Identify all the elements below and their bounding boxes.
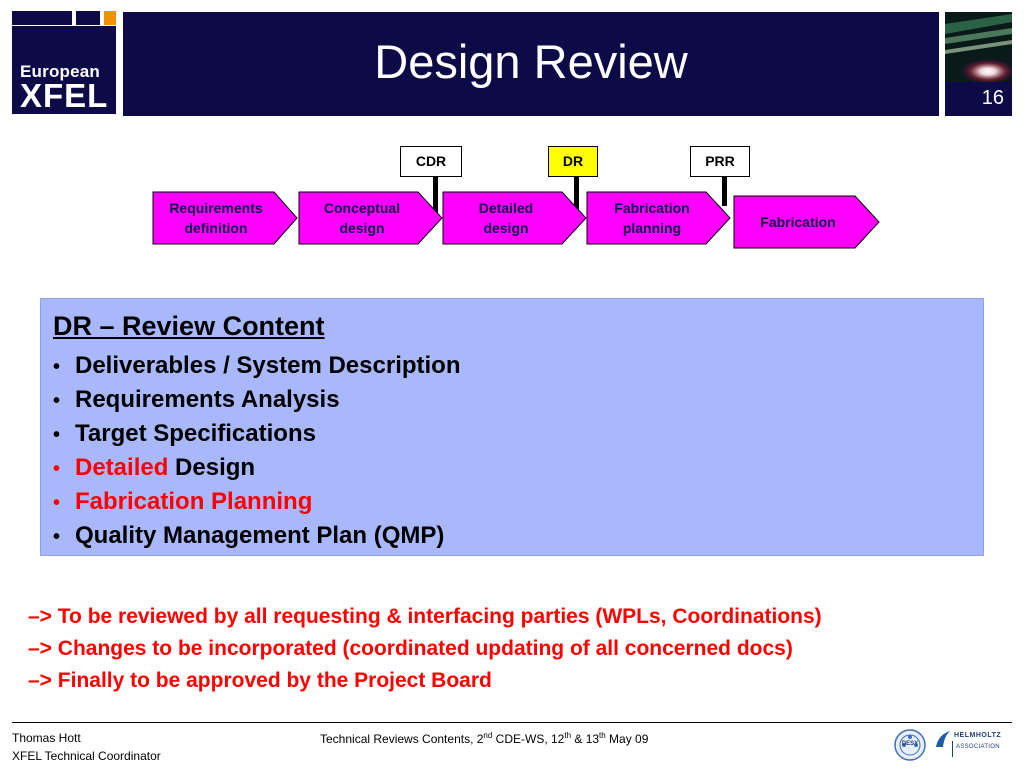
footer-sup: th <box>599 731 606 740</box>
stage-detailed-design: Detailed design <box>443 192 569 244</box>
bullet-text: Deliverables / System Description <box>75 352 461 379</box>
bullet-text: Quality Management Plan (QMP) <box>75 522 445 549</box>
review-box-prr: PRR <box>690 146 750 177</box>
bullet-icon: • <box>53 458 61 480</box>
header-square-accent <box>104 11 116 25</box>
review-label-dr: DR <box>562 153 584 169</box>
accelerator-photo-image <box>945 12 1012 116</box>
note-review: –> To be reviewed by all requesting & in… <box>28 605 822 628</box>
bullet-icon: • <box>53 492 61 514</box>
footer-event: Technical Reviews Contents, 2nd CDE-WS, … <box>320 731 648 746</box>
list-item: • Quality Management Plan (QMP) <box>53 519 461 553</box>
stage-label-line1: Fabrication <box>760 214 836 230</box>
logo-text-european: European <box>20 62 101 81</box>
bullet-text: Design <box>168 454 256 481</box>
footer-event-part: CDE-WS, 12 <box>492 732 565 746</box>
helmholtz-association: ASSOCIATION <box>956 744 1000 750</box>
stage-fabrication-planning: Fabrication planning <box>587 192 717 244</box>
stage-label-line1: Detailed <box>478 200 534 216</box>
european-xfel-logo: European XFEL <box>12 26 116 114</box>
helmholtz-logo-icon <box>936 731 950 747</box>
review-content-box: DR – Review Content • Deliverables / Syst… <box>40 298 984 556</box>
helmholtz-divider <box>952 741 953 757</box>
title-bar: Design Review <box>123 12 939 116</box>
bullet-text-red: Detailed <box>75 454 169 481</box>
stage-label-line2: planning <box>622 220 682 236</box>
desy-logo: DESY <box>894 729 926 761</box>
review-box-cdr: CDR <box>400 146 462 177</box>
stage-fabrication: Fabrication <box>734 196 862 248</box>
review-label-cdr: CDR <box>415 153 447 169</box>
connector-prr <box>722 176 727 206</box>
footer-author: Thomas Hott <box>12 731 81 745</box>
footer-divider <box>12 722 1012 723</box>
list-item: • Requirements Analysis <box>53 383 461 417</box>
bullet-text: Target Specifications <box>75 420 316 447</box>
note-approval: –> Finally to be approved by the Project… <box>28 669 492 692</box>
bullet-text: Fabrication Planning <box>75 488 313 515</box>
footer-sup: nd <box>483 731 493 740</box>
review-box-dr: DR <box>548 146 598 177</box>
stage-label-line2: definition <box>184 220 248 236</box>
stage-label-line2: design <box>483 220 529 236</box>
footer-role: XFEL Technical Coordinator <box>12 749 161 763</box>
footer-sup: th <box>564 731 572 740</box>
note-changes: –> Changes to be incorporated (coordinat… <box>28 637 793 660</box>
stage-requirements-definition: Requirements definition <box>153 192 279 244</box>
list-item: • Target Specifications <box>53 417 461 451</box>
page-title: Design Review <box>374 35 688 88</box>
desy-logo-text: DESY <box>901 741 919 747</box>
bullet-icon: • <box>53 526 61 548</box>
list-item: • Fabrication Planning <box>53 485 461 519</box>
stage-label-line1: Conceptual <box>323 200 401 216</box>
stage-label-line1: Fabrication <box>614 200 690 216</box>
stage-label-line1: Requirements <box>169 200 263 216</box>
slide-number: 16 <box>981 87 1004 109</box>
stage-conceptual-design: Conceptual design <box>299 192 425 244</box>
header-square-2 <box>76 11 100 25</box>
bullet-text: Requirements Analysis <box>75 386 340 413</box>
bullet-icon: • <box>53 390 61 412</box>
helmholtz-name: HELMHOLTZ <box>954 732 1002 739</box>
list-item: • Deliverables / System Description <box>53 349 461 383</box>
desy-logo-icon <box>894 729 926 761</box>
list-item: • Detailed Design <box>53 451 461 485</box>
connector-cdr <box>433 176 438 214</box>
bullet-icon: • <box>53 356 61 378</box>
connector-dr <box>574 176 579 212</box>
bullet-list: • Deliverables / System Description • Requ… <box>53 349 461 553</box>
logo-text-xfel: XFEL <box>20 77 109 114</box>
header-photo: 16 <box>945 12 1012 116</box>
footer-event-part: Technical Reviews Contents, 2 <box>320 732 484 746</box>
stage-label-line2: design <box>339 220 385 236</box>
footer-event-part: May 09 <box>605 732 649 746</box>
helmholtz-logo: HELMHOLTZ ASSOCIATION <box>934 729 1012 759</box>
footer-event-part: & 13 <box>571 732 600 746</box>
bullet-icon: • <box>53 424 61 446</box>
header-square-1 <box>12 11 72 25</box>
review-label-prr: PRR <box>705 153 735 169</box>
content-heading: DR – Review Content <box>53 311 325 341</box>
